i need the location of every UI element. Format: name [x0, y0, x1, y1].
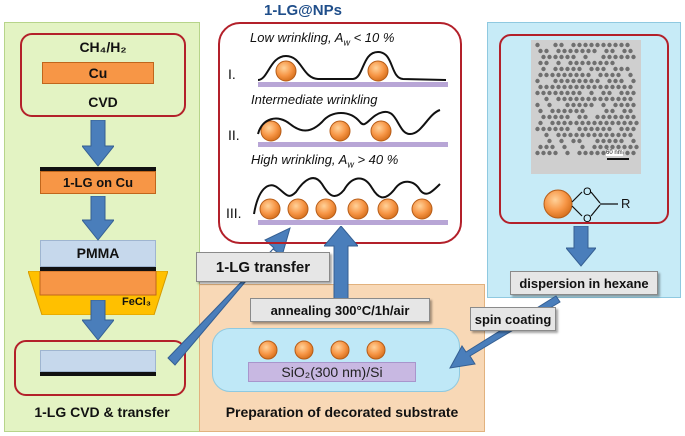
figure-title: 1-LG@NPs [264, 2, 342, 19]
ligand-structure: O O [543, 186, 618, 225]
particle-3b [287, 198, 309, 220]
fecl3-label: FeCl₃ [122, 296, 151, 308]
transfer-result-frame [14, 340, 186, 396]
particle-1a [275, 60, 297, 82]
annealing-label: annealing 300°C/1h/air [250, 298, 430, 322]
high-wrinkling-caption: High wrinkling, Aw > 40 % [251, 152, 399, 170]
particle-3c [315, 198, 337, 220]
particle-3f [411, 198, 433, 220]
nanoparticle-frame [499, 34, 669, 224]
particle-2b [329, 120, 351, 142]
row-label-2: II. [228, 127, 240, 143]
left-footer: 1-LG CVD & transfer [34, 404, 170, 420]
gas-label: CH₄/H₂ [79, 39, 127, 55]
mid-footer: Preparation of decorated substrate [225, 404, 459, 420]
fecl3-bath [28, 271, 168, 315]
low-wrinkling-caption: Low wrinkling, Aw < 10 % [250, 30, 395, 48]
pmma-layer: PMMA [40, 240, 156, 267]
particle-3e [377, 198, 399, 220]
particle-1b [367, 60, 389, 82]
svg-text:O: O [583, 213, 592, 225]
dep-particle-4 [366, 340, 386, 360]
arrow-down-2 [82, 196, 114, 241]
spin-coating-label: spin coating [470, 307, 556, 331]
substrate-particles [258, 340, 386, 360]
intermediate-wrinkling-caption: Intermediate wrinkling [251, 92, 378, 107]
graphene-wave-2 [257, 109, 441, 136]
substrate-block: SiO₂(300 nm)/Si [248, 362, 416, 382]
substrate-row-2 [258, 142, 448, 147]
arrow-down-3 [82, 300, 114, 341]
wrinkling-illustration [253, 50, 448, 225]
arrow-down-1 [82, 120, 114, 167]
cvd-frame [20, 33, 186, 117]
particle-2c [370, 120, 392, 142]
dep-particle-1 [258, 340, 278, 360]
substrate-row-3 [258, 220, 448, 225]
ligand-r-label: R [621, 196, 631, 211]
substrate-row-1 [258, 82, 448, 87]
graphene-layer [40, 167, 156, 171]
arrow-down-right [566, 226, 596, 267]
graphene-wave-1 [257, 50, 447, 81]
cvd-label: CVD [88, 94, 118, 110]
pmma-on-graphene [40, 350, 156, 372]
particle-2a [260, 120, 282, 142]
graphene-wave-3 [253, 177, 441, 215]
svg-text:O: O [583, 186, 592, 198]
dispersion-label: dispersion in hexane [510, 271, 658, 295]
row-label-1: I. [228, 66, 236, 82]
lg-on-cu-block: 1-LG on Cu [40, 171, 156, 194]
graphene-result-line [40, 372, 156, 376]
graphene-under-pmma [40, 267, 156, 271]
dep-particle-2 [294, 340, 314, 360]
arrow-up [324, 226, 358, 306]
dep-particle-3 [330, 340, 350, 360]
cu-foil: Cu [42, 62, 154, 84]
transfer-label: 1-LG transfer [196, 252, 330, 282]
scale-bar-label: 60 nm [606, 150, 623, 156]
row-label-3: III. [226, 205, 242, 221]
particle-3a [259, 198, 281, 220]
particle-3d [347, 198, 369, 220]
